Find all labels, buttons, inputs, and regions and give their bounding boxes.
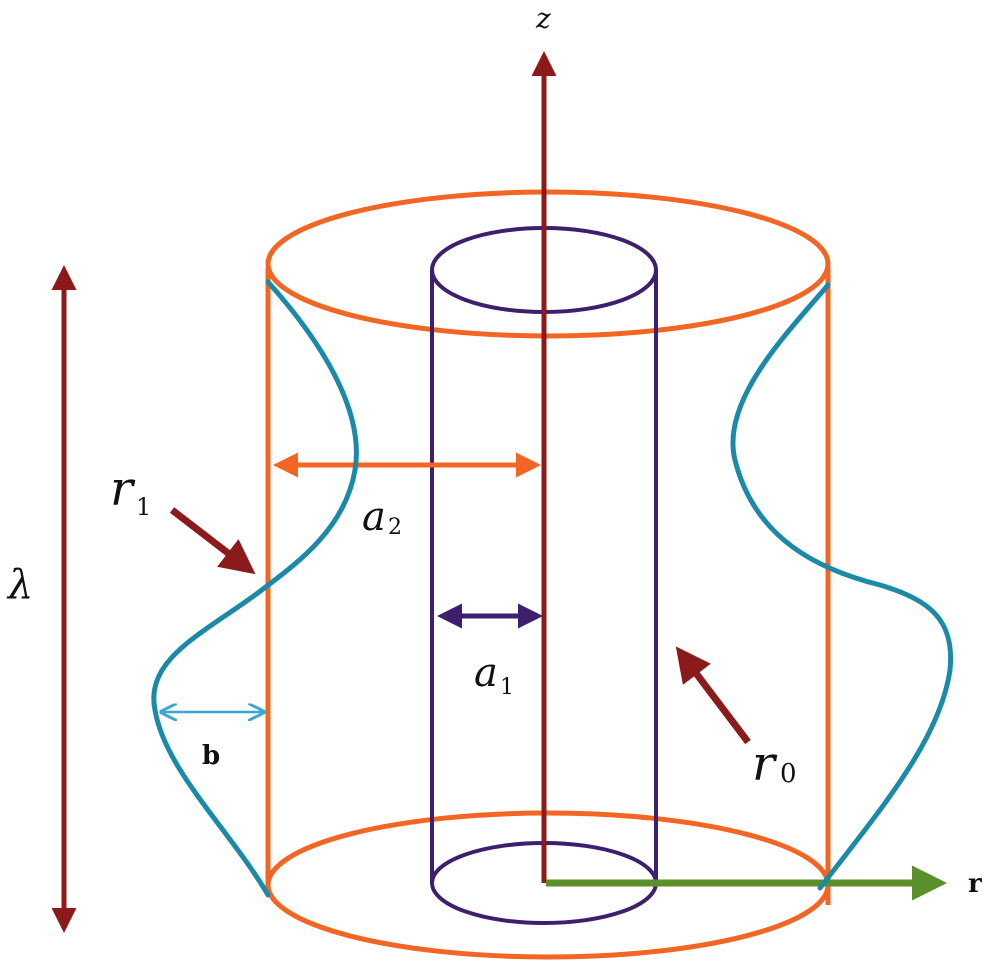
outer-wall-pointer-arrow xyxy=(169,507,256,575)
wavy-wall-left xyxy=(151,279,359,898)
wavy-wall-right xyxy=(730,282,954,891)
inner-wall-pointer-arrow xyxy=(675,646,751,745)
inner-wall-label-subscript: 0 xyxy=(780,759,797,789)
outer-cylinder-top-ellipse xyxy=(265,189,831,339)
outer-radius-label-subscript: 2 xyxy=(388,515,402,540)
inner-radius-label-symbol: a xyxy=(474,650,498,696)
z-axis-label: z xyxy=(535,2,551,35)
wavy-wall xyxy=(151,279,954,898)
outer-wall-label-symbol: r xyxy=(110,461,136,517)
outer-radius-label: a 2 xyxy=(362,494,402,540)
outer-radius-label-symbol: a xyxy=(362,494,386,540)
inner-radius-label-subscript: 1 xyxy=(500,675,514,700)
amplitude-label: b xyxy=(202,741,220,771)
outer-wall-label-subscript: 1 xyxy=(136,493,151,521)
r-axis-label: r xyxy=(968,869,982,899)
wavelength-label: λ xyxy=(6,562,33,608)
inner-wall-label: r 0 xyxy=(752,736,797,792)
inner-radius-label: a 1 xyxy=(474,650,514,700)
outer-wall-label: r 1 xyxy=(110,461,151,521)
inner-wall-label-symbol: r xyxy=(752,736,778,792)
